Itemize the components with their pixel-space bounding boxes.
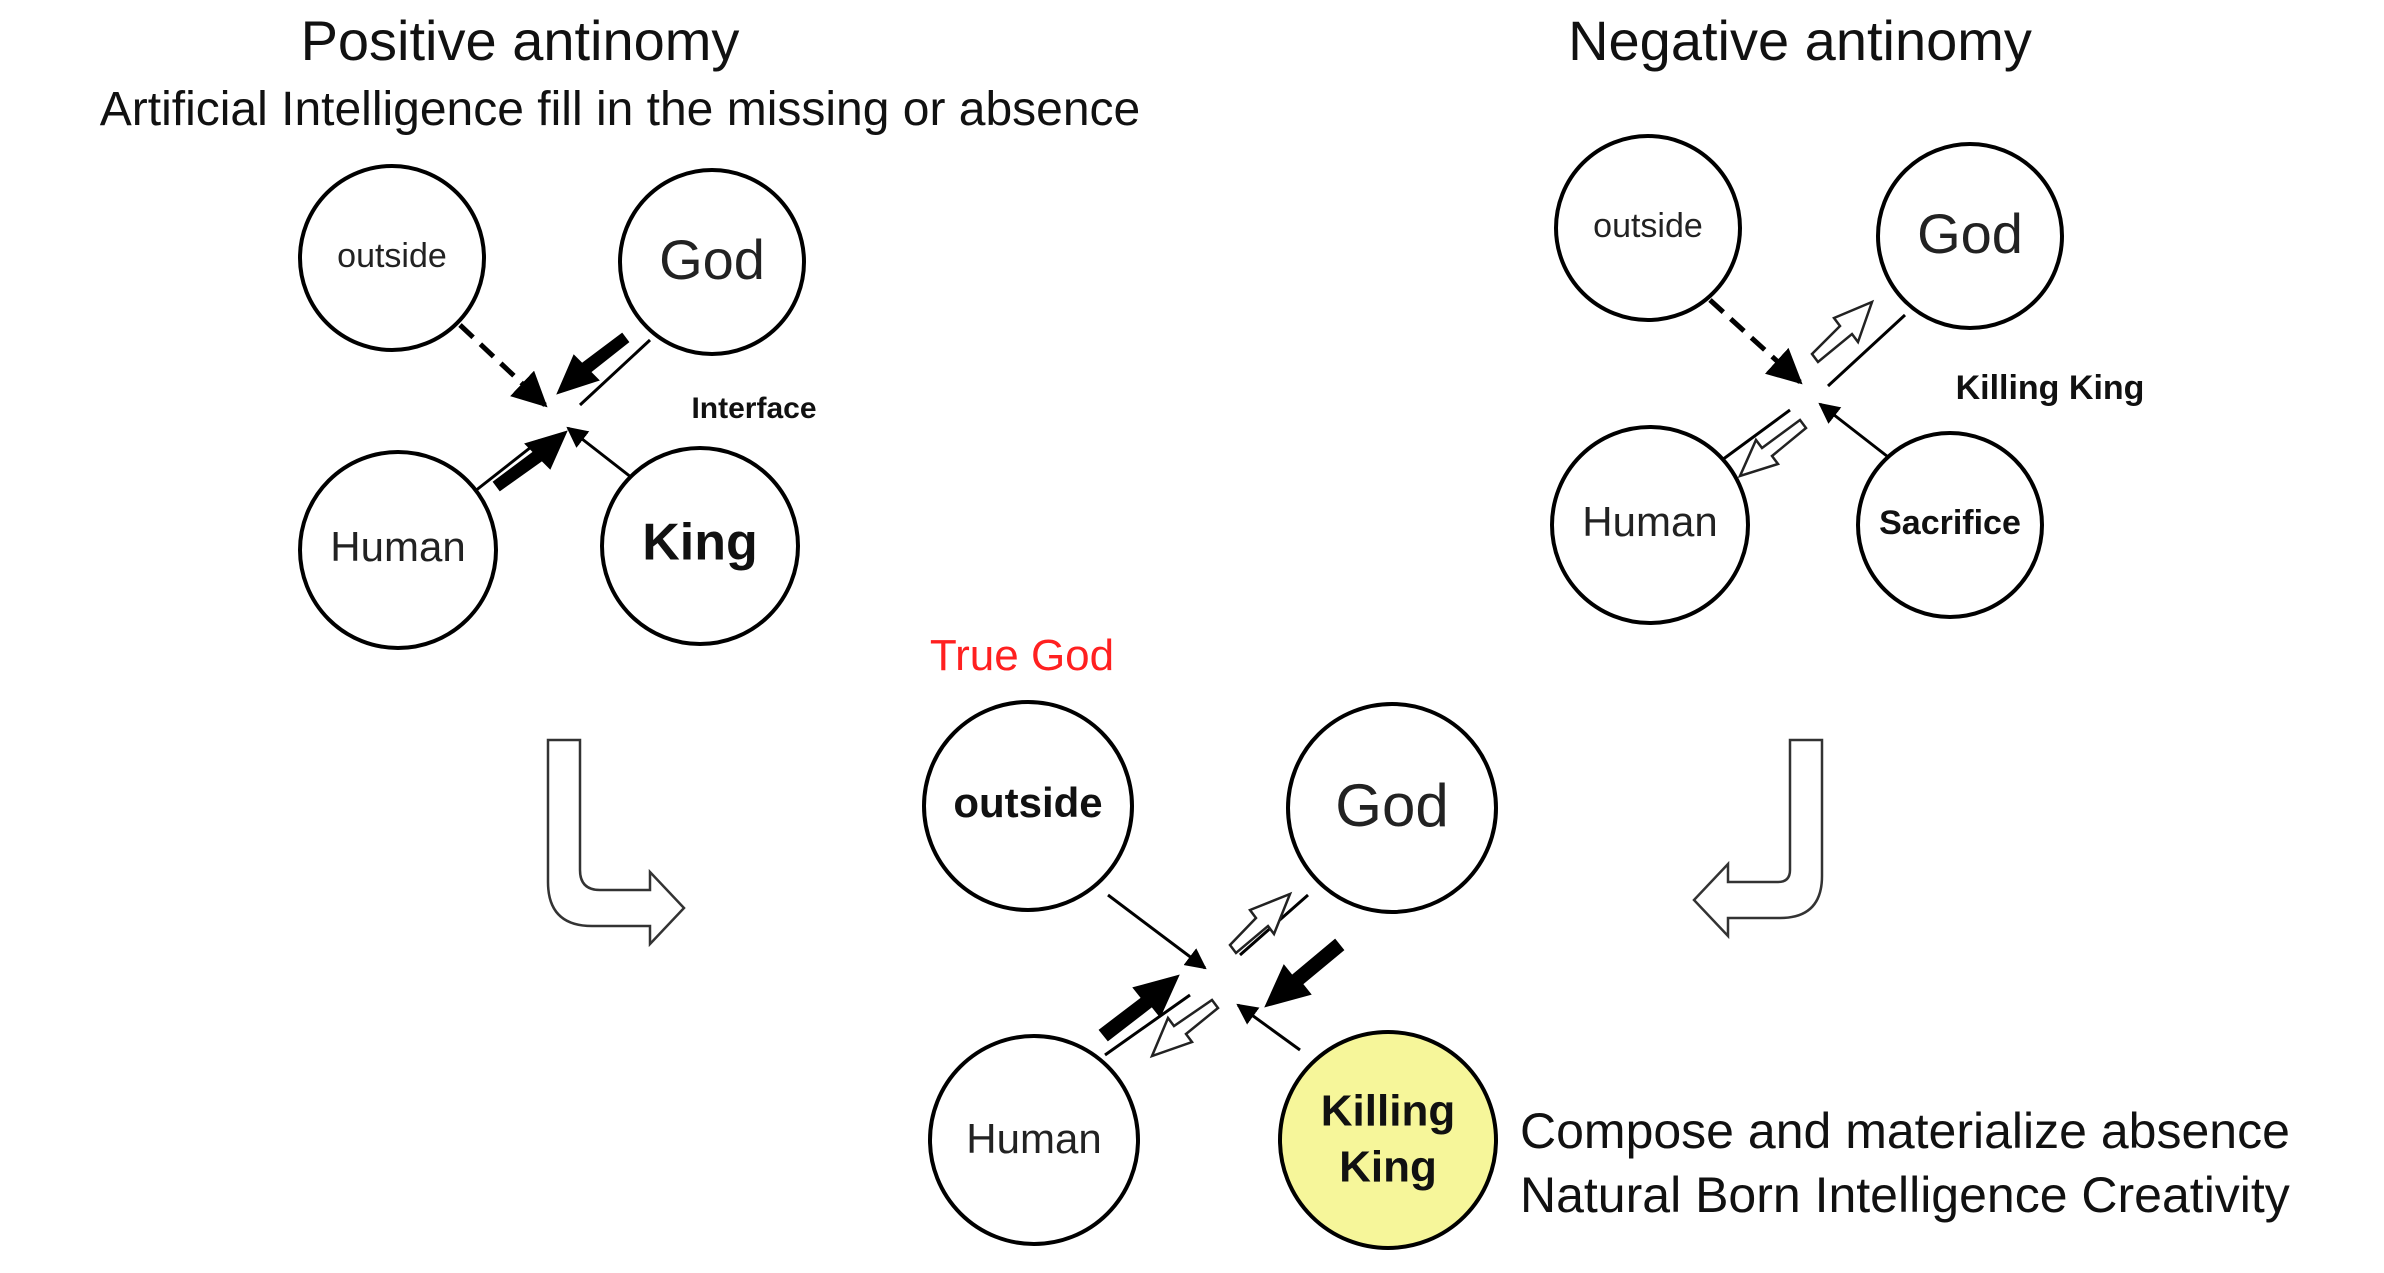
node-sacrifice-label: Sacrifice [1879, 504, 2021, 542]
node-killing-king-label-2: King [1339, 1143, 1437, 1192]
outside-dashed-arrow-right [1708, 298, 1803, 385]
true-god-label: True God [930, 631, 1114, 680]
god-connector-right [1826, 313, 1907, 388]
positive-antinomy-subtitle: Artificial Intelligence fill in the miss… [100, 83, 1140, 136]
human-connector [469, 438, 541, 497]
node-sacrifice [1856, 431, 2044, 619]
node-king [600, 446, 800, 646]
sacrifice-arrow [1818, 402, 1893, 462]
human-solid-arrow-center [1098, 974, 1180, 1042]
node-human-right-label: Human [1582, 498, 1717, 545]
right-bend-arrow [1692, 738, 1824, 940]
node-king-label: King [642, 514, 758, 572]
node-god [618, 168, 806, 356]
god-connector [578, 338, 652, 407]
node-god-right [1876, 142, 2064, 330]
node-god-right-label: God [1917, 202, 2023, 265]
outside-arrow-center [1107, 893, 1207, 970]
caption-creativity: Natural Born Intelligence Creativity [1520, 1167, 2290, 1223]
node-god-center-label: God [1335, 772, 1448, 839]
node-god-label: God [659, 228, 765, 291]
node-human-label: Human [330, 523, 465, 570]
node-god-center [1286, 702, 1498, 914]
human-hollow-arrow-center [1149, 998, 1220, 1059]
node-killing-king-label-1: Killing [1321, 1087, 1455, 1136]
node-human [298, 450, 498, 650]
negative-antinomy-title: Negative antinomy [1568, 9, 2032, 72]
killing-king-arrow [1236, 1003, 1301, 1052]
god-hollow-arrow-center [1228, 891, 1293, 955]
interface-annotation: Interface [691, 392, 816, 425]
negative-antinomy-diagram: outside God Human Sacrifice Killing King [1550, 134, 2145, 625]
node-outside [298, 164, 486, 352]
node-human-center [928, 1034, 1140, 1246]
center-synthesis-diagram: True God outside God Human Killing King [922, 631, 1498, 1250]
node-human-center-label: Human [966, 1115, 1101, 1162]
node-killing-king [1278, 1030, 1498, 1250]
god-hollow-arrow [1810, 299, 1875, 364]
positive-antinomy-title: Positive antinomy [301, 9, 740, 72]
human-solid-arrow [492, 430, 568, 492]
node-outside-label: outside [337, 237, 447, 275]
node-outside-right [1554, 134, 1742, 322]
god-solid-arrow-center [1264, 938, 1345, 1008]
positive-antinomy-diagram: outside God Human King Interface [298, 164, 817, 650]
human-connector-right [1721, 408, 1791, 462]
node-outside-center-label: outside [953, 779, 1102, 826]
node-outside-center [922, 700, 1134, 912]
left-bend-arrow [546, 738, 686, 948]
outside-dashed-arrow [458, 323, 548, 408]
caption-compose: Compose and materialize absence [1520, 1103, 2290, 1159]
human-hollow-arrow [1737, 418, 1808, 479]
node-outside-right-label: outside [1593, 207, 1703, 245]
killing-king-annotation: Killing King [1956, 369, 2145, 407]
human-connector-center [1104, 993, 1191, 1057]
node-human-right [1550, 425, 1750, 625]
god-solid-arrow [556, 332, 630, 395]
